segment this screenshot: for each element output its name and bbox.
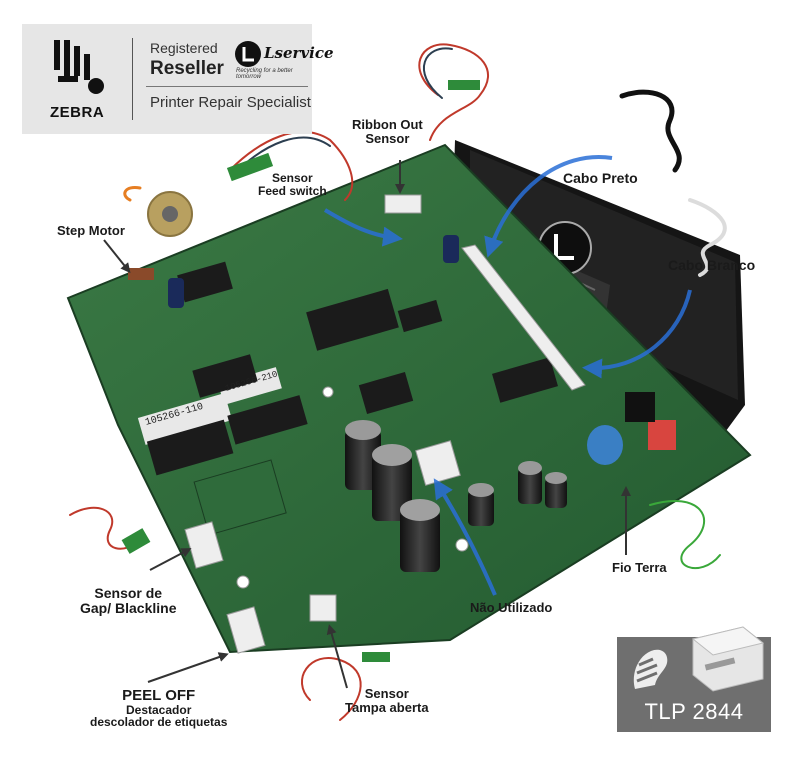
service-logo-text: Lservice xyxy=(264,44,334,62)
label-fio-terra: Fio Terra xyxy=(612,560,667,575)
label-feed-switch: Sensor Feed switch xyxy=(258,171,327,198)
label-peel-off: PEEL OFF Destacador descolador de etique… xyxy=(90,687,228,730)
zebra-logo-icon xyxy=(54,40,104,94)
badge-divider xyxy=(132,38,133,120)
zebra-head-icon xyxy=(633,649,668,689)
service-logo-icon xyxy=(235,41,261,67)
loose-parts xyxy=(69,43,727,721)
label-tampa-aberta: Sensor Tampa aberta xyxy=(345,686,429,715)
label-cabo-preto: Cabo Preto xyxy=(563,170,638,186)
electrolytic-capacitors xyxy=(168,235,567,572)
registered-text: Registered xyxy=(150,40,218,56)
blue-arrows xyxy=(323,155,692,596)
reseller-badge: ZEBRA Registered Reseller Printer Repair… xyxy=(22,24,334,134)
specialist-text: Printer Repair Specialist xyxy=(150,94,311,111)
pointer-arrows xyxy=(103,160,631,689)
zebra-brand: ZEBRA xyxy=(50,104,105,121)
label-cabo-branco: Cabo Branco xyxy=(668,257,756,273)
label-nao-utilizado: Não Utilizado xyxy=(470,600,553,615)
reseller-text: Reseller xyxy=(150,58,224,79)
label-step-motor: Step Motor xyxy=(57,223,125,238)
label-ribbon-out: Ribbon Out Sensor xyxy=(352,117,423,146)
label-sensor-gap: Sensor de Gap/ Blackline xyxy=(80,585,177,616)
badge-rule xyxy=(146,86,308,87)
model-name: TLP 2844 xyxy=(644,699,744,724)
printer-icon xyxy=(691,626,765,692)
pcb-board xyxy=(66,143,752,654)
service-tagline: Recycling for a better tomorrow xyxy=(236,68,293,80)
product-badge: TLP 2844 xyxy=(617,626,771,732)
